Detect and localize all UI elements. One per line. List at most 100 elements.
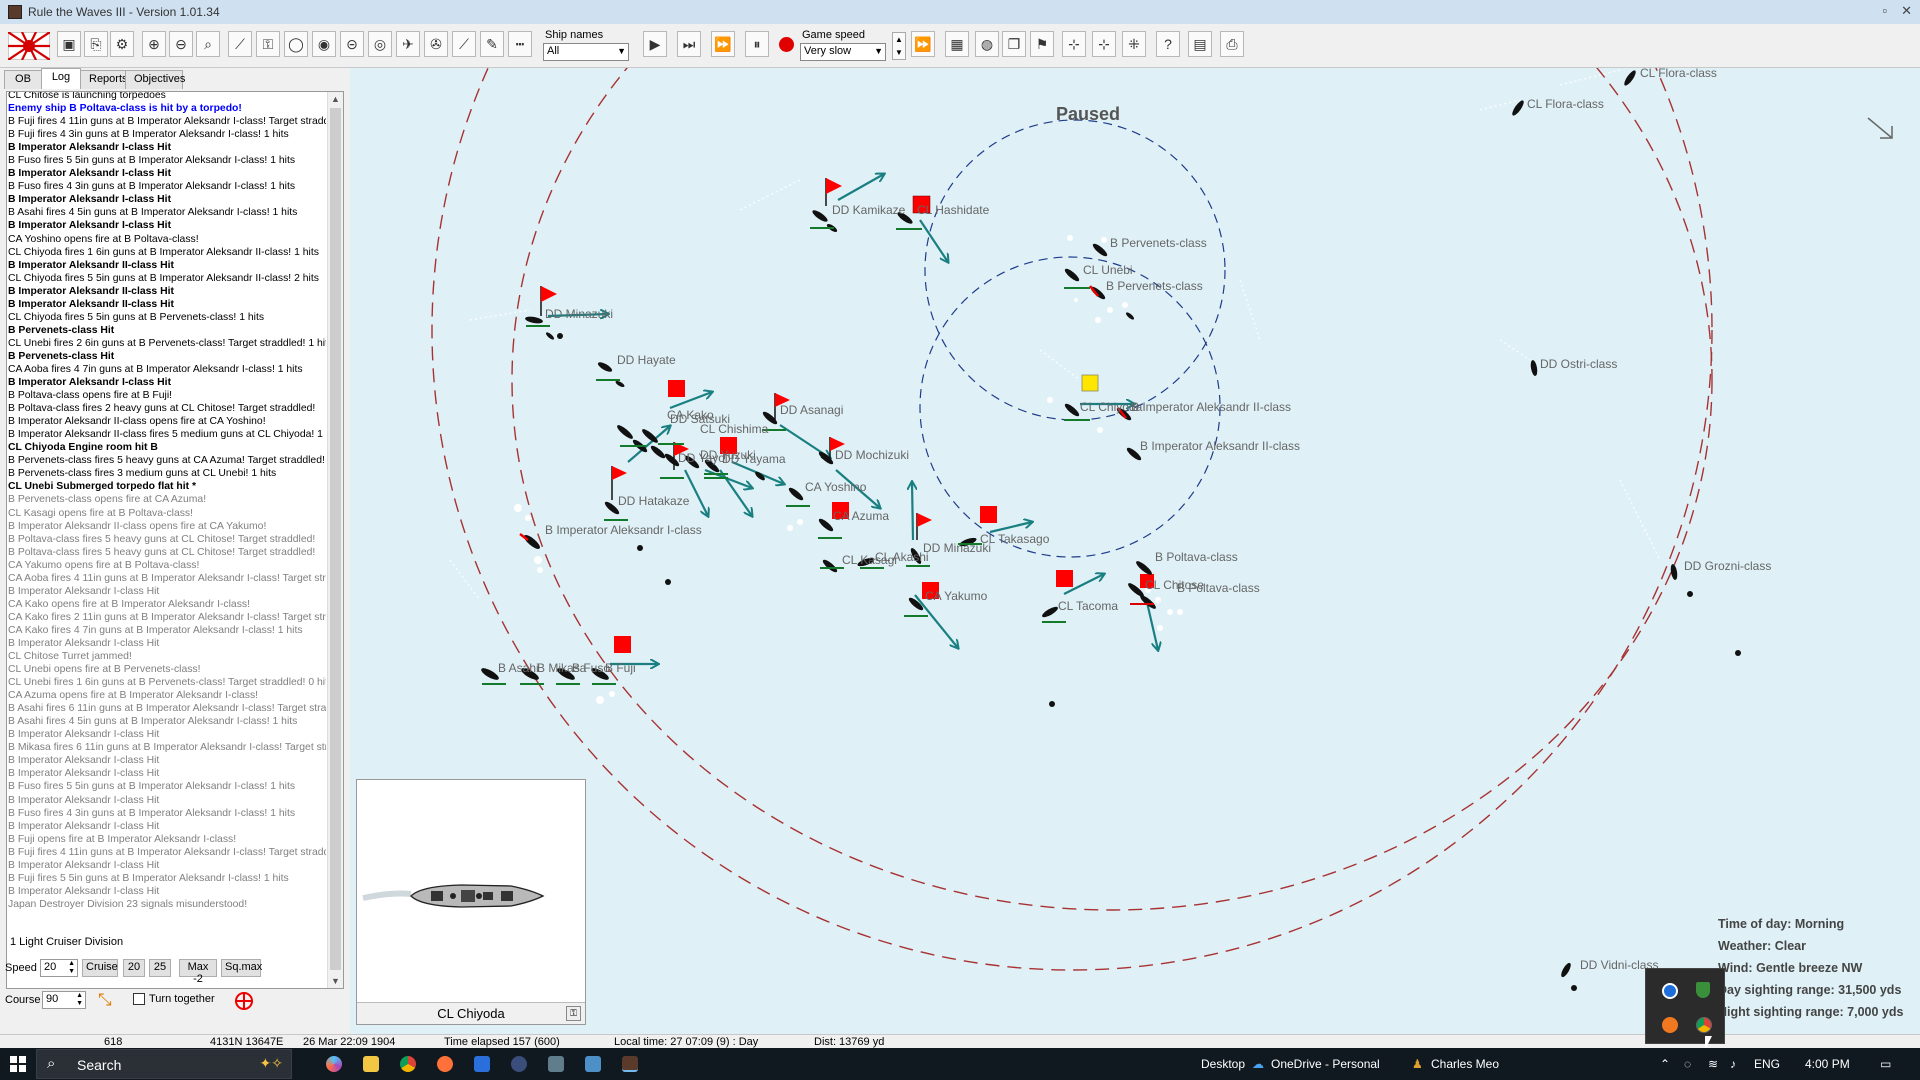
ship-label[interactable]: B Imperator Aleksandr I-class bbox=[545, 523, 702, 537]
pen-icon[interactable]: ✎ bbox=[480, 31, 504, 57]
formation-spread-icon[interactable]: ⊹ bbox=[1092, 31, 1116, 57]
map-view-icon[interactable]: ▦ bbox=[945, 31, 969, 57]
ship-label[interactable]: CA Yoshino bbox=[805, 480, 867, 494]
user-icon[interactable]: ♟ bbox=[1412, 1057, 1423, 1071]
ship-label[interactable]: DD Ostri-class bbox=[1540, 357, 1617, 371]
trail-icon[interactable]: ⟋ bbox=[452, 31, 476, 57]
range-circle-orange-icon[interactable]: ◉ bbox=[312, 31, 336, 57]
chrome-icon[interactable] bbox=[400, 1056, 416, 1072]
scroll-up-icon[interactable]: ▲ bbox=[331, 94, 340, 104]
speed-25-button[interactable]: 25 bbox=[149, 959, 171, 977]
ship-label[interactable]: DD Yayoi bbox=[678, 451, 728, 465]
ship-label[interactable]: CL Flora-class bbox=[1527, 97, 1604, 111]
ship-label[interactable]: B Imperator Aleksandr II-class bbox=[1140, 439, 1300, 453]
game-speed-select[interactable]: Very slow ▼ bbox=[800, 43, 886, 61]
ship-label[interactable]: CA Kako bbox=[667, 408, 714, 422]
network-icon[interactable]: ◌ bbox=[1684, 1057, 1692, 1071]
scroll-down-icon[interactable]: ▼ bbox=[331, 976, 340, 986]
ship-label[interactable]: DD Asanagi bbox=[780, 403, 843, 417]
taskbar-search[interactable]: ⌕ Search ✦✧ bbox=[36, 1049, 292, 1079]
log-scrollbar[interactable]: ▲ ▼ bbox=[327, 92, 343, 988]
ship-label[interactable]: DD Minazuki bbox=[545, 307, 613, 321]
close-icon[interactable]: ✕ bbox=[1901, 3, 1912, 18]
spinner-icon[interactable]: ▲▼ bbox=[76, 992, 83, 1007]
ship-names-select[interactable]: All ▼ bbox=[543, 43, 629, 61]
copilot-icon[interactable] bbox=[326, 1056, 342, 1072]
range-circle-icon[interactable]: ◯ bbox=[284, 31, 308, 57]
ship-label[interactable]: B Poltava-class bbox=[1155, 550, 1238, 564]
ship-label[interactable]: DD Vidni-class bbox=[1580, 958, 1658, 972]
onedrive-label[interactable]: OneDrive - Personal bbox=[1271, 1057, 1380, 1071]
ship-label[interactable]: B Pervenets-class bbox=[1110, 236, 1207, 250]
load-icon[interactable]: ⎘ bbox=[84, 31, 108, 57]
help-icon[interactable]: ? bbox=[1156, 31, 1180, 57]
step-icon[interactable]: ⏭ bbox=[677, 31, 701, 57]
ship-label[interactable]: DD Hatakaze bbox=[618, 494, 690, 508]
sq-max-button[interactable]: Sq.max bbox=[221, 959, 262, 977]
windows-start-icon[interactable] bbox=[10, 1056, 26, 1072]
chrome-icon[interactable] bbox=[1696, 1017, 1712, 1033]
ship-label[interactable]: CL Kasagi bbox=[842, 553, 897, 567]
record-icon[interactable] bbox=[779, 37, 794, 52]
ship-label[interactable]: CA Yakumo bbox=[925, 589, 988, 603]
ship-label[interactable]: B Asahi bbox=[498, 661, 539, 675]
dropbox-icon[interactable] bbox=[474, 1056, 490, 1072]
ship-label[interactable]: DD Minazuki bbox=[923, 541, 991, 555]
tab-objectives[interactable]: Objectives bbox=[125, 70, 185, 89]
ship-label[interactable]: B Pervenets-class bbox=[1106, 279, 1203, 293]
ship-label[interactable]: B Imperator Aleksandr II-class bbox=[1131, 400, 1291, 414]
pause-icon[interactable]: ⏸ bbox=[745, 31, 769, 57]
aircraft-icon[interactable]: ✈ bbox=[396, 31, 420, 57]
ship-label[interactable]: CL Tacoma bbox=[1058, 599, 1118, 613]
play-icon[interactable]: ▶ bbox=[643, 31, 667, 57]
speed-spinner-icon[interactable]: ▲▼ bbox=[892, 32, 906, 60]
tray-app-icon[interactable] bbox=[1662, 983, 1678, 999]
firefox-icon[interactable] bbox=[437, 1056, 453, 1072]
ship-label[interactable]: CL Takasago bbox=[980, 532, 1050, 546]
onedrive-icon[interactable]: ☁ bbox=[1252, 1057, 1264, 1071]
chart-icon[interactable]: ⚑ bbox=[1030, 31, 1054, 57]
range-circle-yellow-icon[interactable]: ⊝ bbox=[340, 31, 364, 57]
turn-arrow-icon[interactable]: ⤡ bbox=[98, 990, 112, 1009]
compass-icon[interactable]: ✇ bbox=[424, 31, 448, 57]
formation-icon[interactable]: ⊹ bbox=[1062, 31, 1086, 57]
scatter-icon[interactable]: ⁜ bbox=[1122, 31, 1146, 57]
clock[interactable]: 4:00 PM bbox=[1805, 1057, 1850, 1071]
settings-gear-icon[interactable]: ⚙ bbox=[110, 31, 134, 57]
ship-label[interactable]: B Fuso bbox=[572, 661, 610, 675]
app-icon[interactable] bbox=[548, 1056, 564, 1072]
print-icon[interactable]: ⎙ bbox=[1220, 31, 1244, 57]
chevron-up-icon[interactable]: ⌃ bbox=[1660, 1057, 1671, 1071]
minimize-icon[interactable]: ▫ bbox=[1882, 3, 1888, 18]
fast-forward-icon[interactable]: ⏩ bbox=[711, 31, 735, 57]
ship-label[interactable]: B Mikasa bbox=[537, 661, 587, 675]
zoom-out-icon[interactable]: ⊖ bbox=[169, 31, 193, 57]
ship-label[interactable]: DD Yayama bbox=[722, 452, 786, 466]
globe-icon[interactable]: ◍ bbox=[975, 31, 999, 57]
shield-icon[interactable] bbox=[1696, 982, 1710, 998]
notifications-icon[interactable]: ▭ bbox=[1880, 1057, 1892, 1071]
turn-together-checkbox[interactable] bbox=[133, 993, 145, 1005]
ship-label[interactable]: B Fuji bbox=[605, 661, 636, 675]
cruise-button[interactable]: Cruise bbox=[82, 959, 118, 977]
zoom-in-icon[interactable]: ⊕ bbox=[142, 31, 166, 57]
ship-label[interactable]: CL Flora-class bbox=[1640, 68, 1717, 80]
save-icon[interactable]: ▣ bbox=[57, 31, 81, 57]
ship-label[interactable]: DD Mochizuki bbox=[835, 448, 909, 462]
language-label[interactable]: ENG bbox=[1754, 1057, 1781, 1071]
file-explorer-icon[interactable] bbox=[363, 1056, 379, 1072]
speed-input[interactable]: 20 ▲▼ bbox=[40, 959, 78, 977]
ruler-icon[interactable]: ⟋ bbox=[228, 31, 252, 57]
ship-label[interactable]: DD Kamikaze bbox=[832, 203, 906, 217]
tab-log[interactable]: Log bbox=[41, 68, 81, 89]
speed-20-button[interactable]: 20 bbox=[123, 959, 145, 977]
ship-label[interactable]: DD Grozni-class bbox=[1684, 559, 1771, 573]
tab-reports[interactable]: Reports bbox=[80, 70, 128, 89]
ship-label[interactable]: DD Satsuki bbox=[670, 412, 730, 426]
desktop-label[interactable]: Desktop bbox=[1201, 1057, 1246, 1071]
tab-ob[interactable]: OB bbox=[4, 70, 42, 89]
documents-icon[interactable]: ❐ bbox=[1002, 31, 1026, 57]
ship-label[interactable]: CL Akashi bbox=[875, 550, 929, 564]
